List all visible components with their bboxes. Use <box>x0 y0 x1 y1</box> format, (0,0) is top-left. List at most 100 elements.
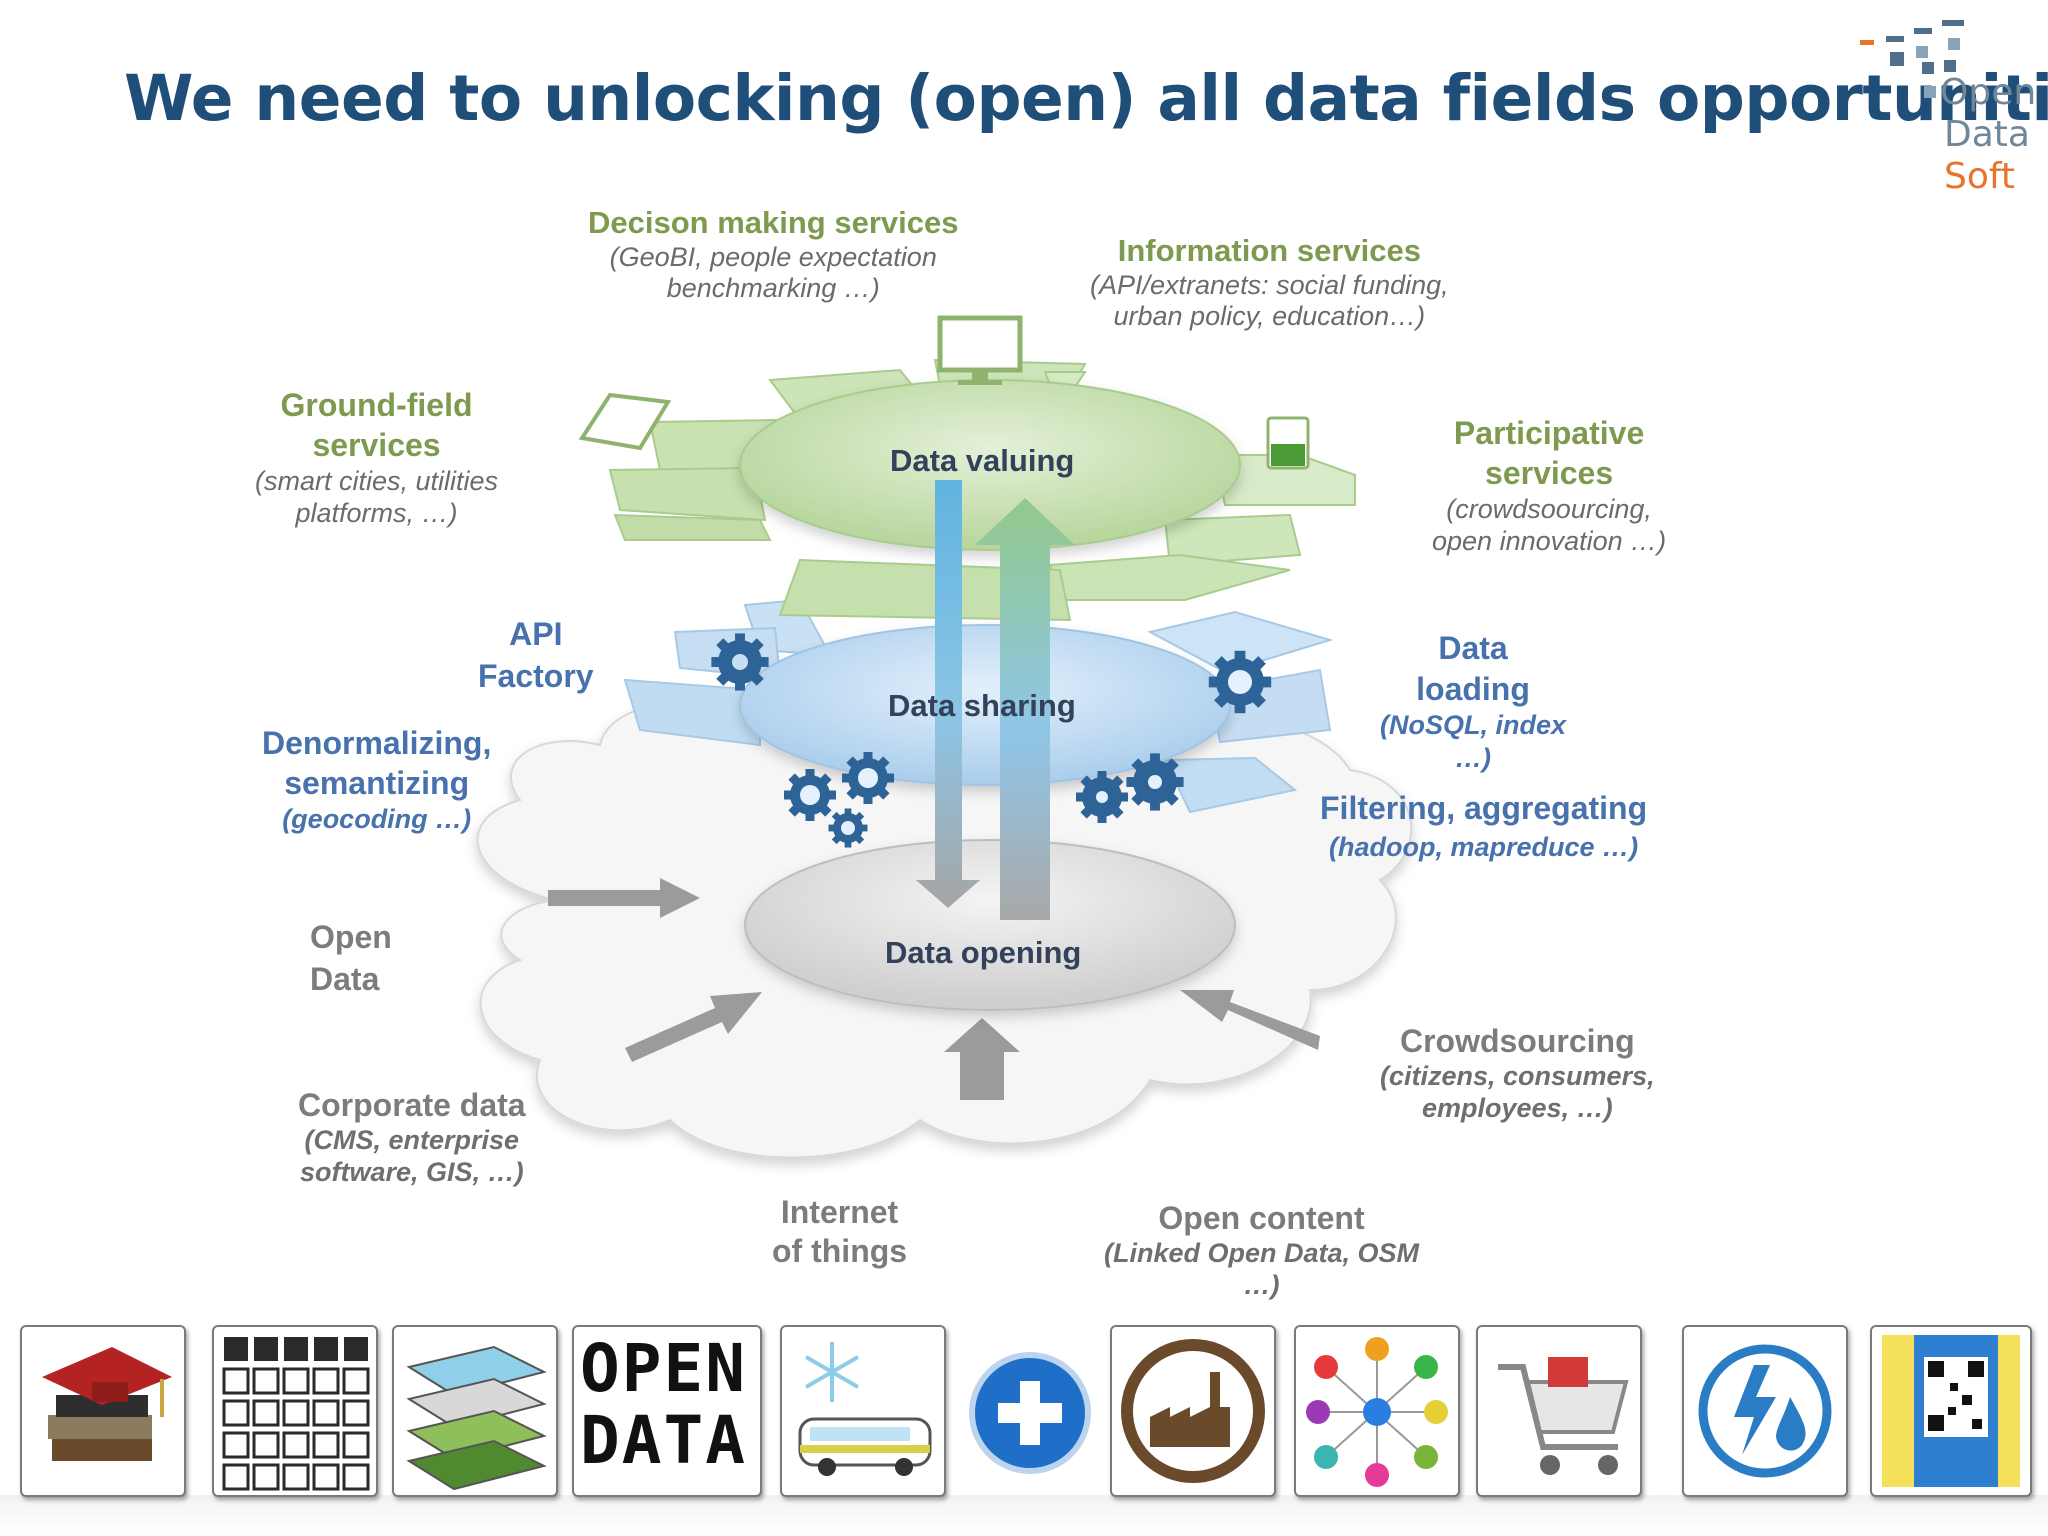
snow-bus-icon <box>780 1325 946 1497</box>
plus-circle-icon <box>960 1325 1122 1493</box>
information-title: Information services <box>1117 233 1421 268</box>
crowd-sub2: employees, …) <box>1422 1092 1613 1123</box>
logo-bullet-icon <box>1924 86 1936 98</box>
iot-line2: of things <box>772 1233 908 1270</box>
filtering-title: Filtering, aggregating <box>1320 790 1648 826</box>
iot-arrow <box>944 1018 1020 1100</box>
loading-line2: loading <box>1416 670 1530 707</box>
corporate-data-arrow <box>625 992 762 1062</box>
participative-title2: services <box>1485 455 1614 491</box>
participative-sub2: open innovation …) <box>1432 526 1667 557</box>
data-valuing-layer <box>608 358 1356 622</box>
layer-label-valuing: Data valuing <box>890 443 1075 478</box>
open-content-title: Open content <box>1158 1200 1365 1236</box>
shopping-cart-icon <box>1476 1325 1642 1497</box>
gears <box>711 633 1272 848</box>
tablet-icon <box>578 392 672 451</box>
data-loading-label: Data loading (NoSQL, index …) <box>1380 628 1566 774</box>
denorm-line2: semantizing <box>284 765 470 801</box>
icon-strip <box>0 1315 2048 1536</box>
corporate-title: Corporate data <box>298 1087 526 1123</box>
pictogram-cells <box>224 1337 368 1361</box>
gear-icon <box>842 752 894 804</box>
iot-label: Internet of things <box>772 1193 907 1272</box>
open-content-sub1: (Linked Open Data, OSM <box>1104 1237 1420 1268</box>
api-line2: Factory <box>478 657 594 694</box>
iot-line1: Internet <box>780 1194 899 1230</box>
data-sharing-layer <box>623 598 1334 814</box>
open-data-line2: Data <box>310 960 380 997</box>
ground-field-services-label: Ground-field services (smart cities, uti… <box>255 385 498 530</box>
open-data-line1: Open <box>310 919 392 955</box>
decision-sub2: benchmarking …) <box>666 273 880 304</box>
ground-sub2: platforms, …) <box>295 498 458 529</box>
gear-icon <box>1208 650 1272 714</box>
open-content-sub2: …) <box>1243 1269 1280 1300</box>
gear-icon <box>1076 771 1128 823</box>
open-data-text-icon: OPEN DATA <box>572 1325 762 1497</box>
crowdsourcing-arrow <box>1180 990 1320 1050</box>
gear-icon <box>828 808 868 848</box>
information-sub1: (API/extranets: social funding, <box>1090 269 1449 300</box>
page-title: We need to unlocking (open) all data fie… <box>124 62 2048 135</box>
corporate-sub2: software, GIS, …) <box>300 1156 524 1187</box>
api-factory-label: API Factory <box>478 614 594 697</box>
corporate-sub1: (CMS, enterprise <box>304 1124 520 1155</box>
qr-ticket-icon <box>1870 1325 2032 1497</box>
api-line1: API <box>509 616 563 652</box>
down-flow-arrow <box>916 480 980 908</box>
denorm-sub: (geocoding …) <box>282 804 472 834</box>
denormalizing-label: Denormalizing, semantizing (geocoding …) <box>262 723 491 837</box>
filtering-label: Filtering, aggregating (hadoop, mapreduc… <box>1320 788 1647 865</box>
gear-icon <box>784 769 836 821</box>
filtering-sub: (hadoop, mapreduce …) <box>1329 831 1639 862</box>
crowd-title: Crowdsourcing <box>1399 1023 1635 1059</box>
up-flow-arrow <box>975 498 1075 920</box>
decision-services-label: Decison making services (GeoBI, people e… <box>588 205 958 305</box>
loading-line1: Data <box>1438 630 1508 666</box>
gear-icon <box>711 633 769 691</box>
energy-water-icon <box>1682 1325 1848 1497</box>
ground-title1: Ground-field <box>280 387 473 423</box>
books-graduation-cap-icon <box>20 1325 186 1497</box>
open-data-line1: OPEN <box>580 1330 747 1407</box>
participative-title1: Participative <box>1453 415 1645 451</box>
layer-label-sharing: Data sharing <box>888 688 1076 723</box>
information-services-label: Information services (API/extranets: soc… <box>1090 233 1449 333</box>
source-arrows <box>548 878 1320 1100</box>
desktop-monitor-icon <box>937 315 1023 385</box>
open-data-label: Open Data <box>310 917 392 1000</box>
logo-data: Data <box>1944 114 2030 155</box>
crowdsourcing-label: Crowdsourcing (citizens, consumers, empl… <box>1380 1023 1655 1124</box>
snowflake-icon <box>805 1342 859 1402</box>
logo-soft: Soft <box>1944 156 2016 197</box>
opendatasoft-logo: Open Data Soft <box>1852 14 2042 214</box>
loading-sub2: …) <box>1455 742 1491 773</box>
color-molecule-icon <box>1294 1325 1460 1497</box>
factory-icon <box>1110 1325 1276 1497</box>
denorm-line1: Denormalizing, <box>262 725 492 761</box>
decision-sub1: (GeoBI, people expectation <box>609 241 937 272</box>
loading-sub1: (NoSQL, index <box>1380 710 1567 741</box>
corporate-data-label: Corporate data (CMS, enterprise software… <box>298 1087 526 1188</box>
participative-sub1: (crowdsoourcing, <box>1446 494 1652 524</box>
open-data-arrow <box>548 878 700 918</box>
ground-title2: services <box>312 427 441 463</box>
participative-services-label: Participative services (crowdsoourcing, … <box>1432 413 1666 558</box>
information-sub2: urban policy, education…) <box>1113 301 1426 332</box>
layer-label-opening: Data opening <box>885 935 1082 970</box>
logo-mark-icon <box>1860 20 1964 74</box>
central-flow-arrows <box>916 480 1075 920</box>
ground-sub1: (smart cities, utilities <box>255 466 499 496</box>
gear-icon <box>1126 753 1184 811</box>
map-layers-icon <box>392 1325 558 1497</box>
logo-open: Open <box>1940 72 2037 113</box>
crowd-sub1: (citizens, consumers, <box>1380 1060 1655 1091</box>
open-content-label: Open content (Linked Open Data, OSM …) <box>1104 1200 1419 1301</box>
pictogram-grid-icon <box>212 1325 378 1497</box>
open-data-line2: DATA <box>580 1402 747 1479</box>
decision-title: Decison making services <box>588 205 959 240</box>
data-opening-disc <box>744 839 1236 1011</box>
mobile-phone-icon <box>1266 416 1310 470</box>
